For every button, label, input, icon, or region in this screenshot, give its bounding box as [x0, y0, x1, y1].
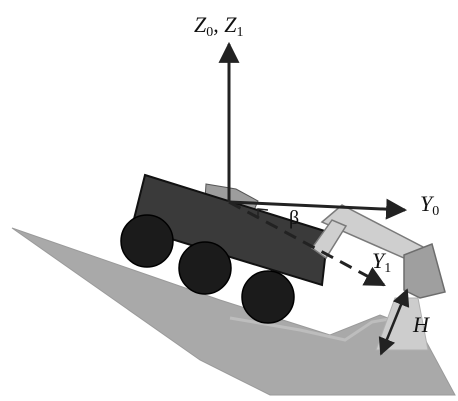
arm-lower-link — [310, 219, 348, 260]
y0-axis-arrow — [228, 198, 408, 220]
wheel-front — [120, 214, 174, 268]
height-label: H — [413, 312, 429, 337]
y1-axis-label: Y1 — [372, 248, 392, 276]
height-arrow — [378, 288, 410, 356]
wheel-middle — [178, 241, 232, 295]
y1-axis-arrow — [228, 200, 386, 287]
y0-axis-label: Y0 — [420, 191, 440, 219]
z-axis-label: Z0, Z1 — [194, 12, 244, 40]
rover-body — [130, 173, 330, 287]
angle-label: β — [289, 207, 300, 229]
arm-end-block — [403, 242, 446, 299]
angle-marker — [257, 208, 269, 218]
wheel-rear — [241, 270, 295, 324]
